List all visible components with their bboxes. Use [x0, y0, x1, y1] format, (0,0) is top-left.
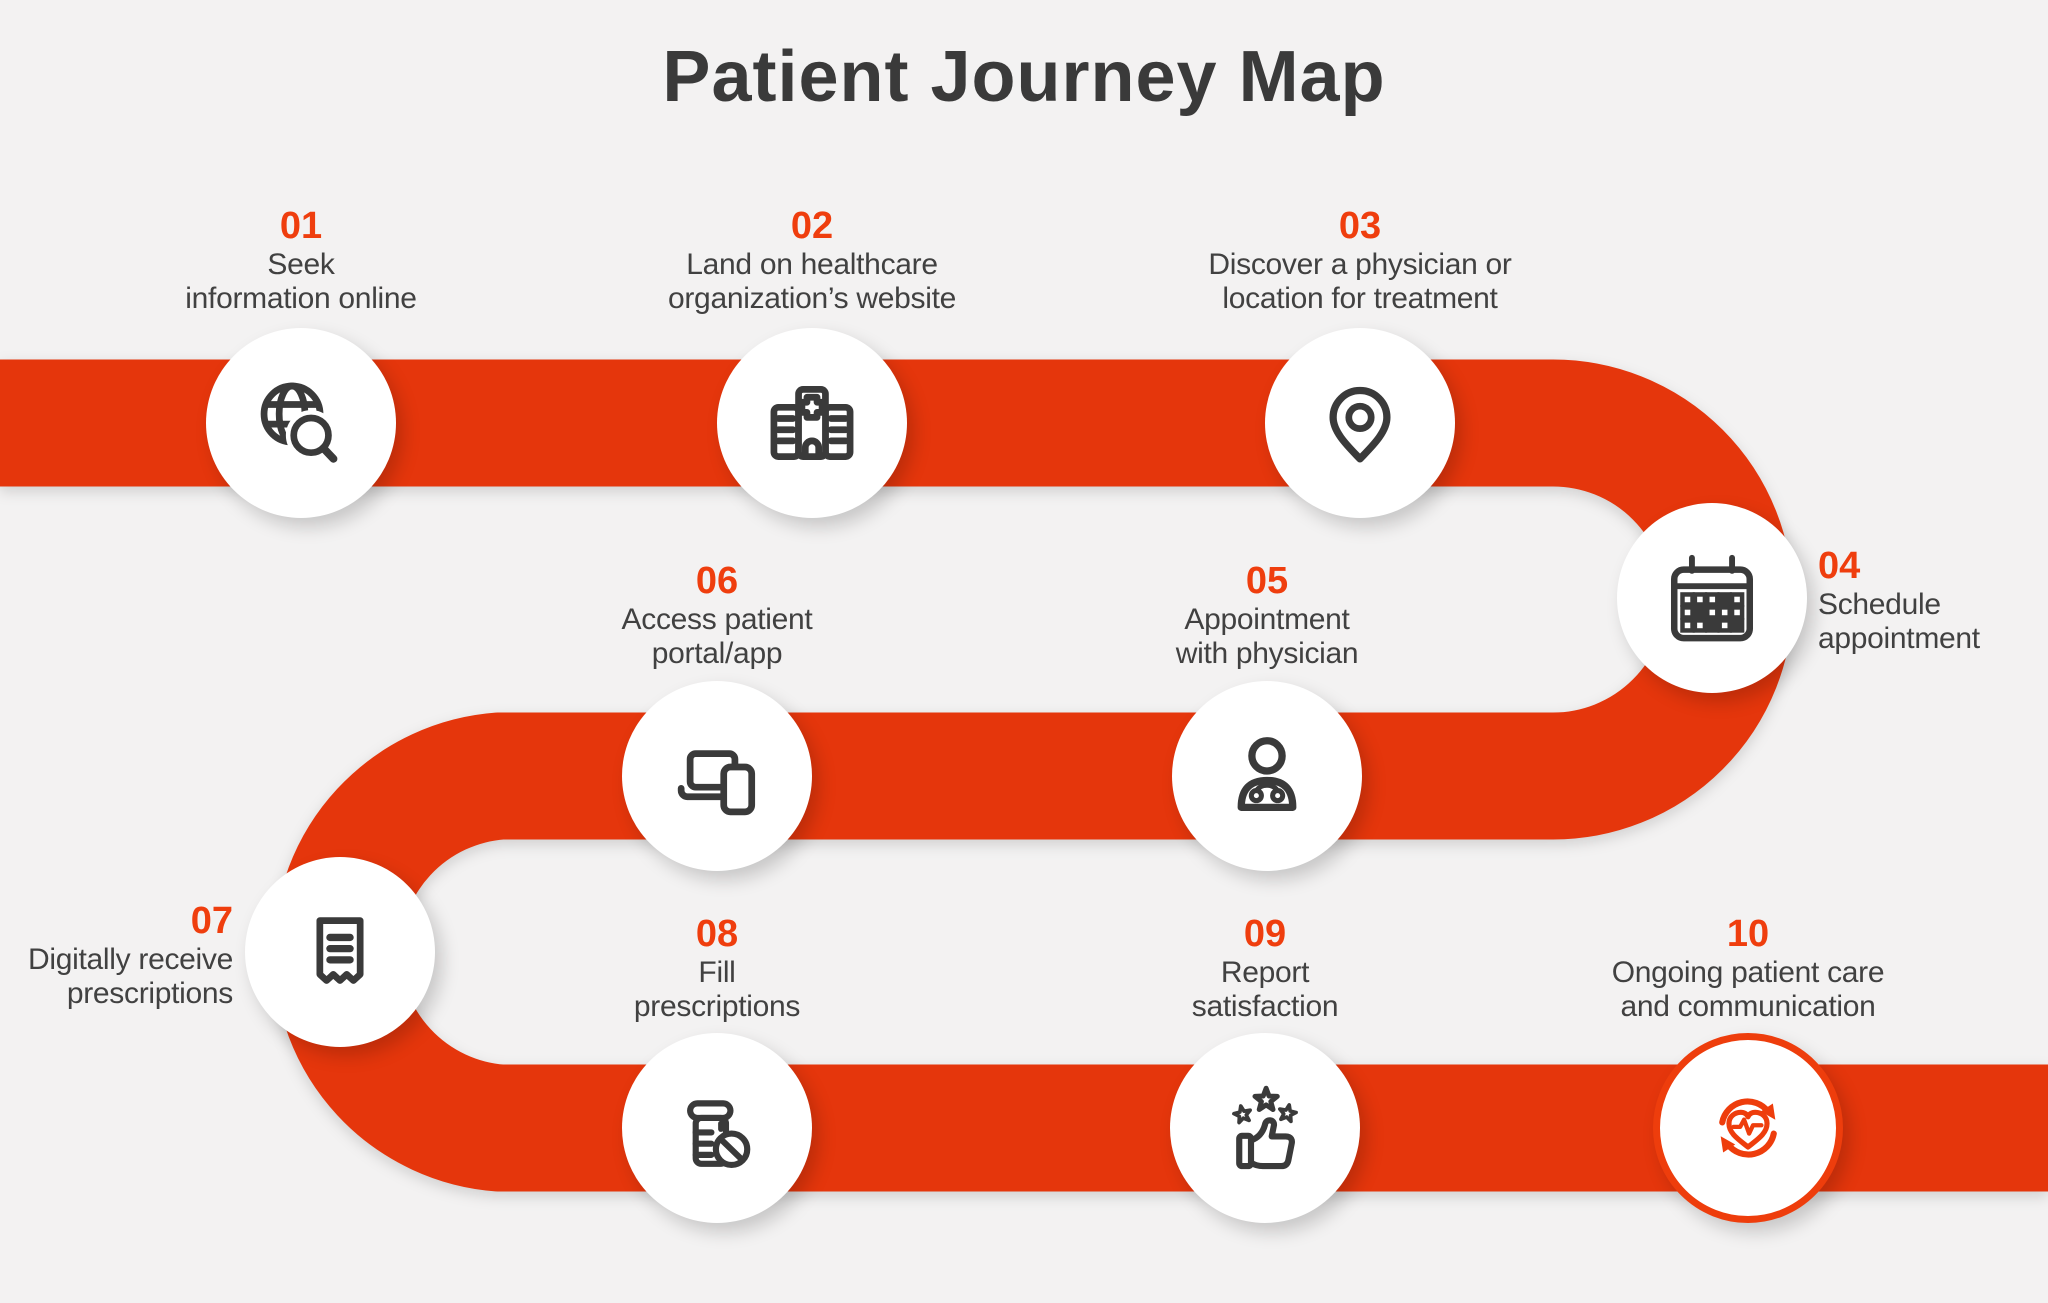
step-label: information online: [185, 282, 417, 315]
step-label: prescriptions: [66, 977, 233, 1010]
step-number: 10: [1726, 913, 1770, 955]
step-number: 07: [190, 900, 233, 942]
step-number: 08: [695, 913, 739, 955]
step-01-text: 01 Seek information online: [185, 204, 417, 316]
step-05-text: 05 Appointment with physician: [1176, 559, 1359, 671]
calendar-icon: [1670, 554, 1754, 642]
step-number: 03: [1338, 205, 1382, 247]
step-06-circle: [622, 681, 812, 871]
step-03-text: 03 Discover a physician or location for …: [1208, 204, 1512, 316]
care-cycle-icon: [1719, 1098, 1777, 1158]
step-label: Report: [1220, 956, 1310, 989]
step-label: Land on healthcare: [686, 248, 938, 281]
physician-icon: [1237, 737, 1297, 811]
step-06-text: 06 Access patient portal/app: [622, 559, 813, 671]
step-label: satisfaction: [1191, 990, 1339, 1023]
step-label: organization’s website: [667, 282, 957, 315]
step-10-text: 10 Ongoing patient care and communicatio…: [1612, 912, 1885, 1024]
step-number: 09: [1243, 913, 1287, 955]
hospital-icon: [770, 386, 854, 460]
laptop-phone-icon: [677, 750, 756, 816]
step-label: Discover a physician or: [1208, 248, 1512, 281]
step-label: Ongoing patient care: [1611, 956, 1885, 989]
step-09-text: 09 Report satisfaction: [1191, 912, 1339, 1024]
thumbs-up-stars-icon: [1232, 1085, 1298, 1170]
step-label: Appointment: [1184, 603, 1350, 636]
step-07-circle: [245, 857, 435, 1047]
step-08-circle: [622, 1033, 812, 1223]
step-number: 02: [790, 205, 834, 247]
pill-bottle-icon: [687, 1100, 751, 1169]
step-01-circle: [206, 328, 396, 518]
step-label: with physician: [1175, 637, 1359, 670]
step-02-circle: [717, 328, 907, 518]
step-label: Fill: [698, 956, 736, 989]
receipt-icon: [316, 917, 364, 984]
step-10-circle: [1653, 1033, 1843, 1223]
step-number: 01: [279, 205, 323, 247]
step-09-circle: [1170, 1033, 1360, 1223]
globe-search-icon: [260, 382, 340, 465]
step-label: location for treatment: [1222, 282, 1498, 315]
step-03-circle: [1265, 328, 1455, 518]
step-label: prescriptions: [633, 990, 801, 1023]
step-number: 06: [695, 560, 739, 602]
step-07-text: 07 Digitally receive prescriptions: [28, 899, 233, 1011]
step-label: Seek: [267, 248, 335, 281]
step-number: 05: [1245, 560, 1289, 602]
step-label: Access patient: [621, 603, 813, 636]
step-label: appointment: [1818, 622, 1980, 655]
step-02-text: 02 Land on healthcare organization’s web…: [668, 204, 956, 316]
step-label: portal/app: [651, 637, 783, 670]
page-title: Patient Journey Map: [662, 37, 1386, 117]
step-label: Schedule: [1818, 588, 1941, 621]
step-label: and communication: [1620, 990, 1876, 1023]
step-05-circle: [1172, 681, 1362, 871]
step-number: 04: [1818, 545, 1861, 587]
step-label: Digitally receive: [28, 943, 233, 976]
step-04-text: 04 Schedule appointment: [1818, 544, 1980, 656]
step-08-text: 08 Fill prescriptions: [634, 912, 800, 1024]
step-04-circle: [1617, 503, 1807, 693]
location-pin-icon: [1329, 386, 1391, 463]
